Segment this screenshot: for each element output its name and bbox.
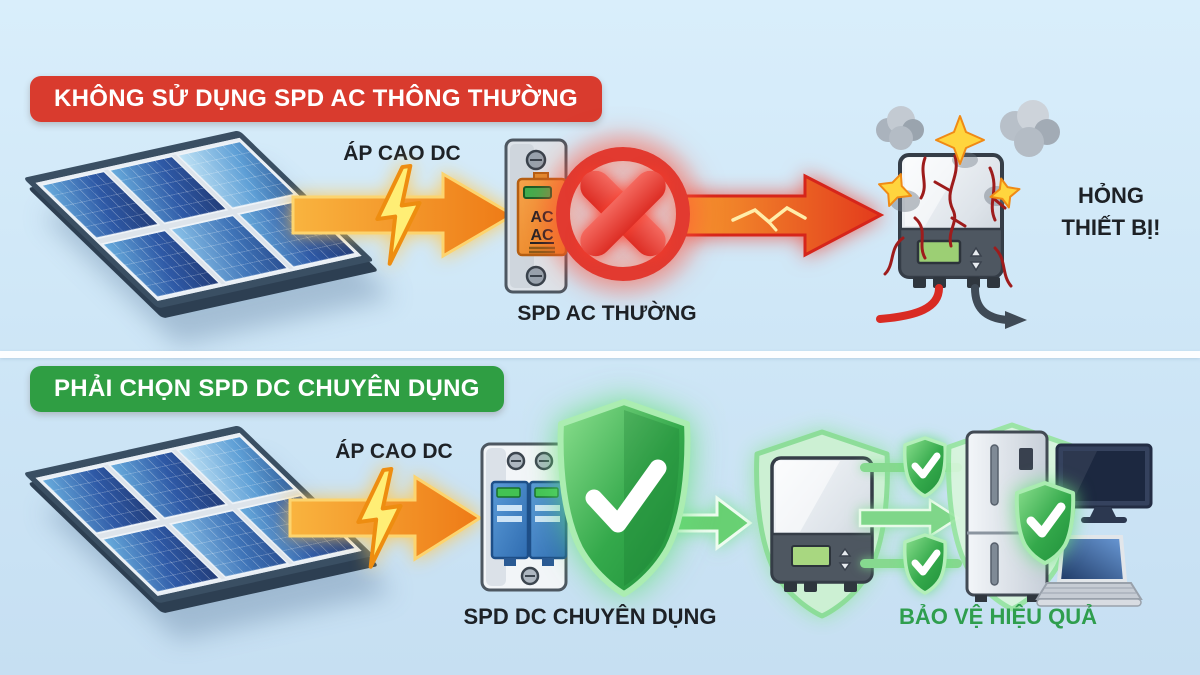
status-window [496,487,521,498]
result-label: BẢO VỆ HIỆU QUẢ [898,604,1098,629]
ac-marking-2: AC [530,227,554,244]
checkmark-icon [585,459,667,533]
damage-label-line1: HỎNG [1078,183,1144,208]
spd-dc-device-icon [480,442,568,592]
status-window [534,487,559,498]
lcd-display [791,545,831,567]
status-window [523,186,552,199]
banner-choose-dc-spd: PHẢI CHỌN SPD DC CHUYÊN DỤNG [30,366,504,412]
damage-label-line2: THIẾT BỊ! [1061,214,1161,240]
spark-icon [878,115,1021,209]
ground-wire [971,284,1011,324]
spd-dc-label: SPD DC CHUYÊN DỤNG [463,604,717,629]
lcd-display [916,239,962,265]
crack-lines [883,154,1013,288]
section-divider [0,351,1200,358]
smoke-icon [876,100,1060,157]
spd-ac-label: SPD AC THƯỜNG [517,302,697,325]
damaged-inverter-icon [876,100,1060,329]
protection-connectors [858,430,962,590]
damage-label: HỎNG THIẾT BỊ! [1036,180,1186,244]
protected-flow-arrow-icon [673,494,753,552]
protection-shield-icon [557,399,691,597]
surge-arrow-icon-bottom [288,466,483,569]
protected-appliances [946,422,1153,612]
failed-surge-arrow-icon [681,173,885,258]
tv-icon [1055,443,1153,523]
banner-no-ac-spd: KHÔNG SỬ DỤNG SPD AC THÔNG THƯỜNG [30,76,602,122]
red-wire [876,284,943,323]
lightning-bolt-icon [375,163,422,266]
lightning-bolt-icon [356,466,403,569]
laptop-icon [1035,535,1143,607]
spd-ac-device-icon: AC AC [504,138,568,294]
shield-check-icon [1014,481,1076,565]
ac-marking-1: AC [530,209,554,226]
surge-label-top: ÁP CAO DC [343,142,461,165]
protected-inverter-icon [754,429,890,619]
surge-arrow-icon-top [291,163,516,266]
red-x-icon [534,125,712,303]
surge-label-bottom: ÁP CAO DC [335,440,453,463]
flow-arrow-icon [858,497,961,539]
